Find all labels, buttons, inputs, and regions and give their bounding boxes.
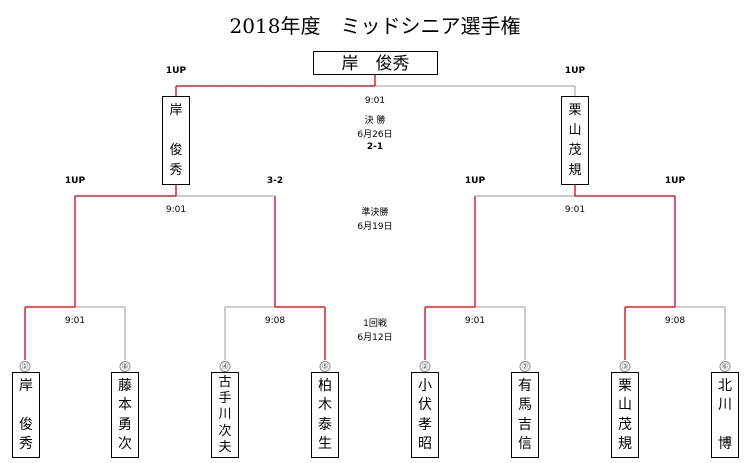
player-name-char: 信 [518,436,532,453]
player-name-char: 柏 [318,377,332,394]
player-name-char: 藤 [118,377,132,394]
player-box: 柏木泰生 [311,372,339,458]
player-box: 有馬吉信 [511,372,539,458]
champion-box: 岸 俊秀 [313,51,438,75]
player-name-char: 規 [618,436,632,453]
semi-score-4: 1UP [664,176,686,186]
finalist-right-char: 山 [568,123,582,138]
r1-time-4: 9:08 [664,316,686,326]
semi-right-time: 9:01 [564,205,586,215]
player-name-char: 生 [318,436,332,453]
seed-badge: ① [19,361,31,372]
page-title: 2018年度 ミッドシニア選手権 [229,14,521,38]
player-name-char: 吉 [518,416,532,433]
player-name-char: 昭 [418,436,432,453]
player-box: 北川 博 [711,372,739,458]
player-name-char: 夫 [218,439,232,455]
seed-badge: ⑧ [119,361,131,372]
finalist-right-char: 規 [568,163,582,178]
semi-round-label: 準決勝 [361,208,389,218]
player-box: 古手川次夫 [211,372,239,458]
r1-date: 6月12日 [357,333,393,343]
final-score: 2-1 [366,142,384,152]
seed-badge: ③ [619,361,631,372]
player-box: 藤本勇次 [111,372,139,458]
finalist-left-char: 俊 [169,143,183,158]
seed-badge: ④ [219,361,231,372]
final-date: 6月26日 [357,130,393,140]
final-time: 9:01 [364,96,386,106]
player-name-char: 茂 [618,416,632,433]
semi-date: 6月19日 [357,222,393,232]
seed-badge: ⑦ [519,361,531,372]
player-name-char: 木 [318,397,332,414]
player-name-char: 俊 [19,416,33,433]
player-name-char: 秀 [19,436,33,453]
final-right-score: 1UP [564,66,586,76]
player-name-char: 有 [518,377,532,394]
player-name-char: 小 [418,377,432,394]
player-name-char: 川 [218,407,232,423]
player-name-char: 次 [218,423,232,439]
player-name-char: 手 [218,391,232,407]
finalist-right-char: 栗 [568,103,582,118]
finalist-right-box: 栗 山 茂 規 [561,96,589,185]
player-name-char: 伏 [418,397,432,414]
r1-time-1: 9:01 [64,316,86,326]
player-name-char: 博 [718,436,732,453]
player-box: 小伏孝昭 [411,372,439,458]
finalist-left-char: 秀 [169,163,183,178]
seed-badge: ② [419,361,431,372]
player-name-char: 古 [218,375,232,391]
player-name-char: 本 [118,397,132,414]
semi-score-2: 3-2 [266,176,284,186]
semi-score-3: 1UP [464,176,486,186]
player-name-char: 勇 [118,416,132,433]
seed-badge: ⑥ [719,361,731,372]
semi-left-time: 9:01 [165,205,187,215]
player-box: 栗山茂規 [611,372,639,458]
player-name-char: 馬 [518,397,532,414]
r1-time-2: 9:08 [264,316,286,326]
finalist-left-char [169,124,182,137]
player-name-char [718,418,732,432]
player-name-char: 栗 [618,377,632,394]
player-name-char: 山 [618,397,632,414]
player-name-char: 泰 [318,416,332,433]
semi-score-1: 1UP [64,176,86,186]
finalist-left-box: 岸 俊 秀 [162,96,190,185]
player-name-char [19,398,33,412]
finalist-left-char: 岸 [169,103,183,118]
seed-badge: ⑤ [319,361,331,372]
player-name-char: 北 [718,377,732,394]
player-name-char: 川 [718,397,732,414]
player-name-char: 次 [118,436,132,453]
finalist-right-char: 茂 [568,143,582,158]
final-round-label: 決 勝 [364,116,386,126]
player-name-char: 岸 [19,377,33,394]
r1-time-3: 9:01 [464,316,486,326]
player-name-char: 孝 [418,416,432,433]
r1-round-label: 1回戦 [363,319,387,329]
final-left-score: 1UP [165,66,187,76]
player-box: 岸 俊秀 [12,372,40,458]
